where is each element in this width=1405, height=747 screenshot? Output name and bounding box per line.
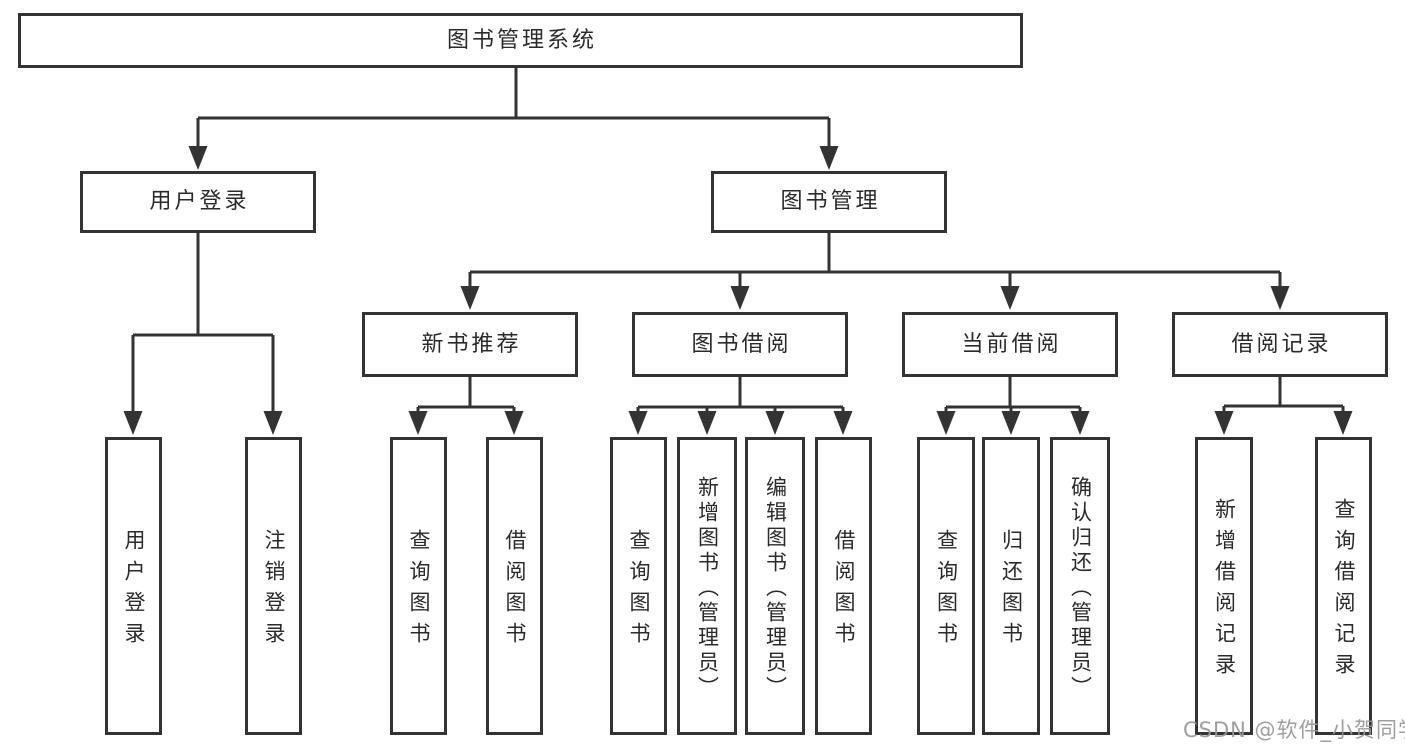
leaf-user-logout: 注销登录 [245, 437, 302, 735]
node-root-system: 图书管理系统 [18, 13, 1023, 68]
node-new-book-recommend: 新书推荐 [362, 312, 578, 377]
node-borrow-records: 借阅记录 [1172, 312, 1388, 377]
leaf-records-query-record: 查询借阅记录 [1315, 437, 1372, 735]
leaf-newrec-borrow-book: 借阅图书 [486, 437, 543, 735]
node-current-borrow: 当前借阅 [902, 312, 1118, 377]
node-book-management: 图书管理 [711, 171, 947, 233]
leaf-borrow-borrow-book: 借阅图书 [815, 437, 872, 735]
leaf-current-query-book: 查询图书 [917, 437, 975, 735]
leaf-current-return-book: 归还图书 [982, 437, 1040, 735]
leaf-borrow-add-book-admin: 新增图书（管理员） [677, 437, 737, 735]
leaf-current-confirm-return-admin: 确认归还（管理员） [1050, 437, 1110, 735]
watermark: CSDN @软件_小贺同学 [1183, 718, 1405, 742]
node-book-borrow: 图书借阅 [632, 312, 848, 377]
leaf-borrow-edit-book-admin: 编辑图书（管理员） [745, 437, 805, 735]
leaf-borrow-query-book: 查询图书 [610, 437, 667, 735]
leaf-records-add-record: 新增借阅记录 [1195, 437, 1253, 735]
leaf-user-login: 用户登录 [105, 437, 162, 735]
leaf-newrec-query-book: 查询图书 [390, 437, 447, 735]
node-user-login: 用户登录 [80, 171, 316, 233]
